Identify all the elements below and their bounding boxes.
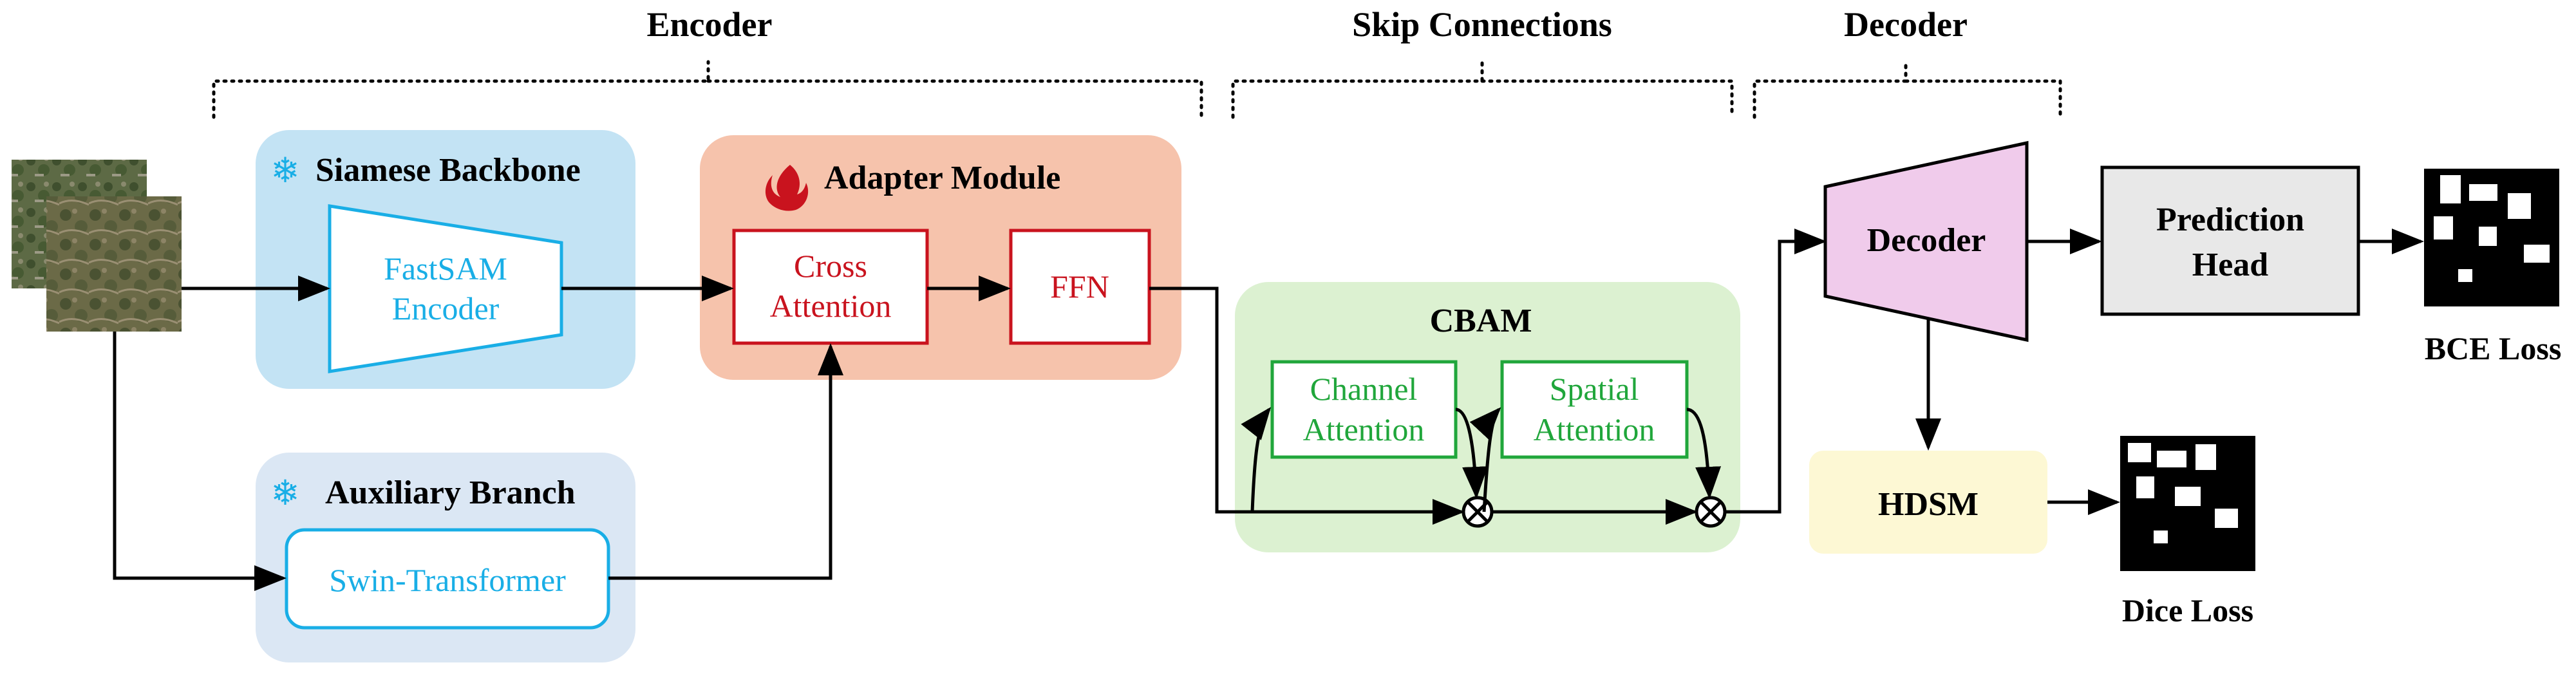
hdsm-label: HDSM [1878,486,1979,523]
dice-loss-label: Dice Loss [2122,592,2253,628]
hdsm-block [1809,451,2047,554]
swin-transformer-label: Swin-Transformer [329,562,566,598]
channel-attention-label-1: Channel [1310,371,1418,407]
adapter-flame-icon [765,165,809,211]
ffn-label: FFN [1050,268,1109,305]
cross-attention-block [732,229,929,345]
prediction-head-label-2: Head [2192,247,2269,283]
prediction-head-label-1: Prediction [2156,202,2304,238]
bce-output-mask [2424,169,2559,306]
fastsam-encoder-label-1: FastSAM [384,250,507,286]
decoder-section-title: Decoder [1844,5,1968,44]
cross-attention-label-2: Attention [770,288,892,324]
channel-attention-label-2: Attention [1303,411,1425,447]
arrow-spatial-to-multiply2 [1686,408,1722,499]
encoder-brace [212,60,1203,119]
arrow-skip-to-spatial [1469,407,1501,512]
siamese-snowflake-icon: ❄ [270,151,299,190]
siamese-backbone-title: Siamese Backbone [315,152,581,189]
prediction-head-block [2100,165,2360,316]
connectors [113,229,2424,591]
auxiliary-snowflake-icon: ❄ [270,474,299,512]
dice-output-mask [2120,436,2255,571]
spatial-attention-label-2: Attention [1534,411,1655,447]
adapter-module-title: Adapter Module [824,160,1060,196]
arrow-skip-to-channel [1241,407,1272,512]
decoder-block [1823,140,2029,343]
decoder-block-label: Decoder [1867,222,1986,259]
decoder-brace [1753,60,2062,119]
skip-section-title: Skip Connections [1352,5,1612,44]
arrow-cbam-to-decoder [1725,229,1827,514]
input-image-pair [12,160,182,332]
cross-attention-label-1: Cross [794,248,867,284]
skip-brace [1231,60,1734,119]
fastsam-encoder-label-2: Encoder [392,290,500,326]
arrow-input-to-swin [113,332,287,591]
bce-loss-label: BCE Loss [2425,330,2562,366]
spatial-attention-label-1: Spatial [1550,371,1639,407]
spatial-attention-block [1500,360,1689,459]
input-image-post [46,196,182,332]
cbam-title: CBAM [1430,303,1532,339]
arrow-ffn-to-cbam [1149,286,1465,525]
multiply-operator-1 [1462,496,1494,528]
auxiliary-branch-title: Auxiliary Branch [325,474,576,511]
multiply-operator-2 [1695,496,1727,528]
arrow-swin-to-cross [608,343,843,580]
fastsam-encoder-block [328,204,563,373]
encoder-section-title: Encoder [647,5,773,44]
